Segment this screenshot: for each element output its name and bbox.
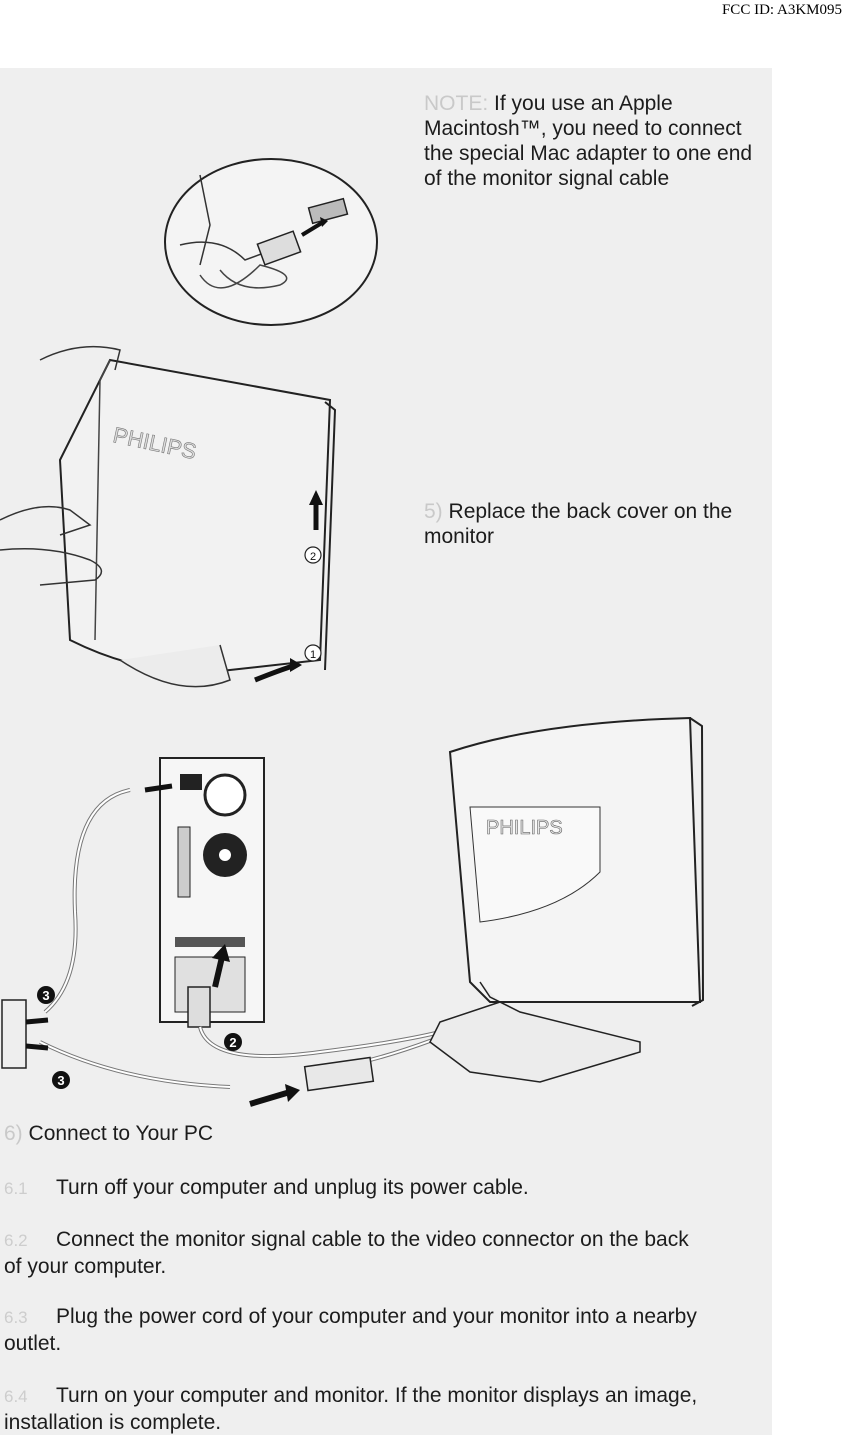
step-number: 6.2 bbox=[4, 1231, 28, 1250]
replace-back-cover-illustration: PHILIPS 2 1 bbox=[0, 340, 360, 710]
mac-adapter-note: NOTE: If you use an Apple Macintosh™, yo… bbox=[424, 91, 764, 191]
step-6-1: 6.1 Turn off your computer and unplug its… bbox=[4, 1175, 704, 1202]
note-label: NOTE: bbox=[424, 92, 489, 115]
note-text: If you use an Apple Macintosh™, you need… bbox=[424, 92, 753, 190]
fcc-id: FCC ID: A3KM095 bbox=[721, 2, 842, 18]
step-text: Turn off your computer and unplug its po… bbox=[56, 1176, 529, 1199]
step-5: 5) Replace the back cover on the monitor bbox=[424, 499, 754, 549]
pc-callout-2: 2 bbox=[229, 1035, 236, 1050]
step-text: Connect the monitor signal cable to the … bbox=[4, 1228, 689, 1278]
step-5-number: 5) bbox=[424, 500, 443, 523]
mac-adapter-inset bbox=[160, 155, 382, 330]
step-text: Plug the power cord of your computer and… bbox=[4, 1305, 697, 1355]
step-number: 6.3 bbox=[4, 1308, 28, 1327]
pc-callout-3b: 3 bbox=[57, 1073, 64, 1088]
section-6-heading: 6) Connect to Your PC bbox=[4, 1121, 213, 1146]
pc-connection-illustration: PHILIPS 3 2 3 bbox=[0, 712, 772, 1112]
section-6-number: 6) bbox=[4, 1122, 23, 1145]
step-text: Turn on your computer and monitor. If th… bbox=[4, 1384, 698, 1434]
section-6-title: Connect to Your PC bbox=[28, 1122, 213, 1145]
pc-monitor-brand-logo: PHILIPS bbox=[486, 817, 563, 839]
callout-2: 2 bbox=[310, 551, 316, 563]
step-5-text: Replace the back cover on the monitor bbox=[424, 500, 733, 548]
step-number: 6.1 bbox=[4, 1179, 28, 1198]
step-number: 6.4 bbox=[4, 1387, 28, 1406]
pc-callout-3a: 3 bbox=[42, 988, 49, 1003]
callout-1: 1 bbox=[310, 649, 316, 661]
